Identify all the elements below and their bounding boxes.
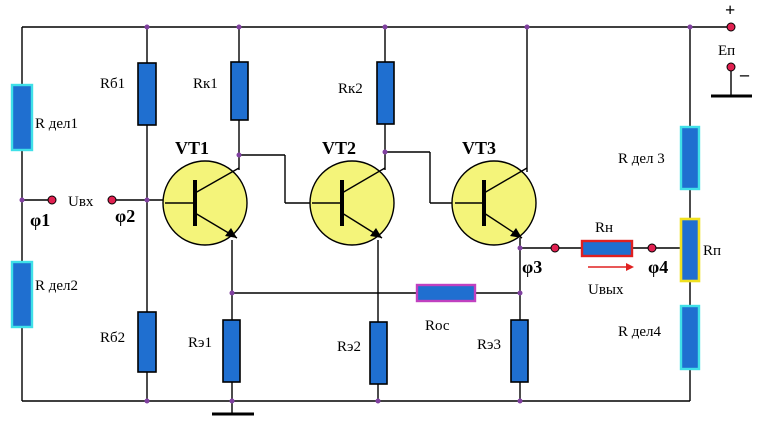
label-phi4: φ4 xyxy=(648,257,668,277)
label-re1: Rэ1 xyxy=(188,335,212,351)
label-rdel1: R дел1 xyxy=(35,116,78,132)
label-re2: Rэ2 xyxy=(337,339,361,355)
label-phi2: φ2 xyxy=(115,206,135,226)
resistor-rb1 xyxy=(137,62,157,126)
terminal-phi4 xyxy=(647,243,657,253)
label-rdel3: R дел 3 xyxy=(618,151,665,167)
label-rk1: Rк1 xyxy=(193,76,218,92)
terminal-phi3 xyxy=(550,243,560,253)
resistors xyxy=(10,61,701,385)
label-plus: + xyxy=(725,0,735,20)
label-rdel4: R дел4 xyxy=(618,324,662,340)
label-rk2: Rк2 xyxy=(338,81,363,97)
label-vt1: VT1 xyxy=(175,138,209,158)
resistor-rn xyxy=(580,239,634,258)
junction-nodes xyxy=(19,24,693,404)
label-ep: Eп xyxy=(718,43,735,59)
transistor-vt1 xyxy=(162,160,248,246)
label-vt3: VT3 xyxy=(462,138,496,158)
transistor-vt2 xyxy=(309,160,395,246)
resistor-re2 xyxy=(369,321,388,385)
terminal-uin xyxy=(107,195,117,205)
resistor-rdel4 xyxy=(679,304,701,371)
label-phi3: φ3 xyxy=(522,257,542,277)
transistor-vt3 xyxy=(451,160,537,246)
resistor-rb2 xyxy=(137,311,157,373)
terminal-plus xyxy=(726,22,736,32)
terminal-phi1 xyxy=(47,195,57,205)
label-rn: Rн xyxy=(595,220,613,236)
terminals xyxy=(47,22,736,253)
resistor-rk2 xyxy=(376,61,395,125)
resistor-re1 xyxy=(222,319,241,383)
label-rp: Rп xyxy=(703,243,721,259)
terminal-minus xyxy=(726,62,736,72)
label-minus: – xyxy=(739,64,750,84)
resistor-rk1 xyxy=(230,61,249,121)
resistor-rdel3 xyxy=(679,125,701,191)
label-vt2: VT2 xyxy=(322,138,356,158)
resistor-re3 xyxy=(510,319,529,383)
resistor-rdel2 xyxy=(10,260,34,329)
resistor-roc xyxy=(415,283,477,303)
uout-arrow-icon xyxy=(588,263,634,271)
label-uout: Uвых xyxy=(588,282,624,298)
label-rb1: Rб1 xyxy=(100,76,125,92)
potentiometer-rp xyxy=(679,217,701,283)
label-phi1: φ1 xyxy=(30,210,50,230)
label-re3: Rэ3 xyxy=(477,337,501,353)
label-uin: Uвх xyxy=(68,194,94,210)
label-rb2: Rб2 xyxy=(100,330,125,346)
label-rdel2: R дел2 xyxy=(35,278,78,294)
resistor-rdel1 xyxy=(10,83,34,152)
label-roc: Rос xyxy=(425,318,450,334)
